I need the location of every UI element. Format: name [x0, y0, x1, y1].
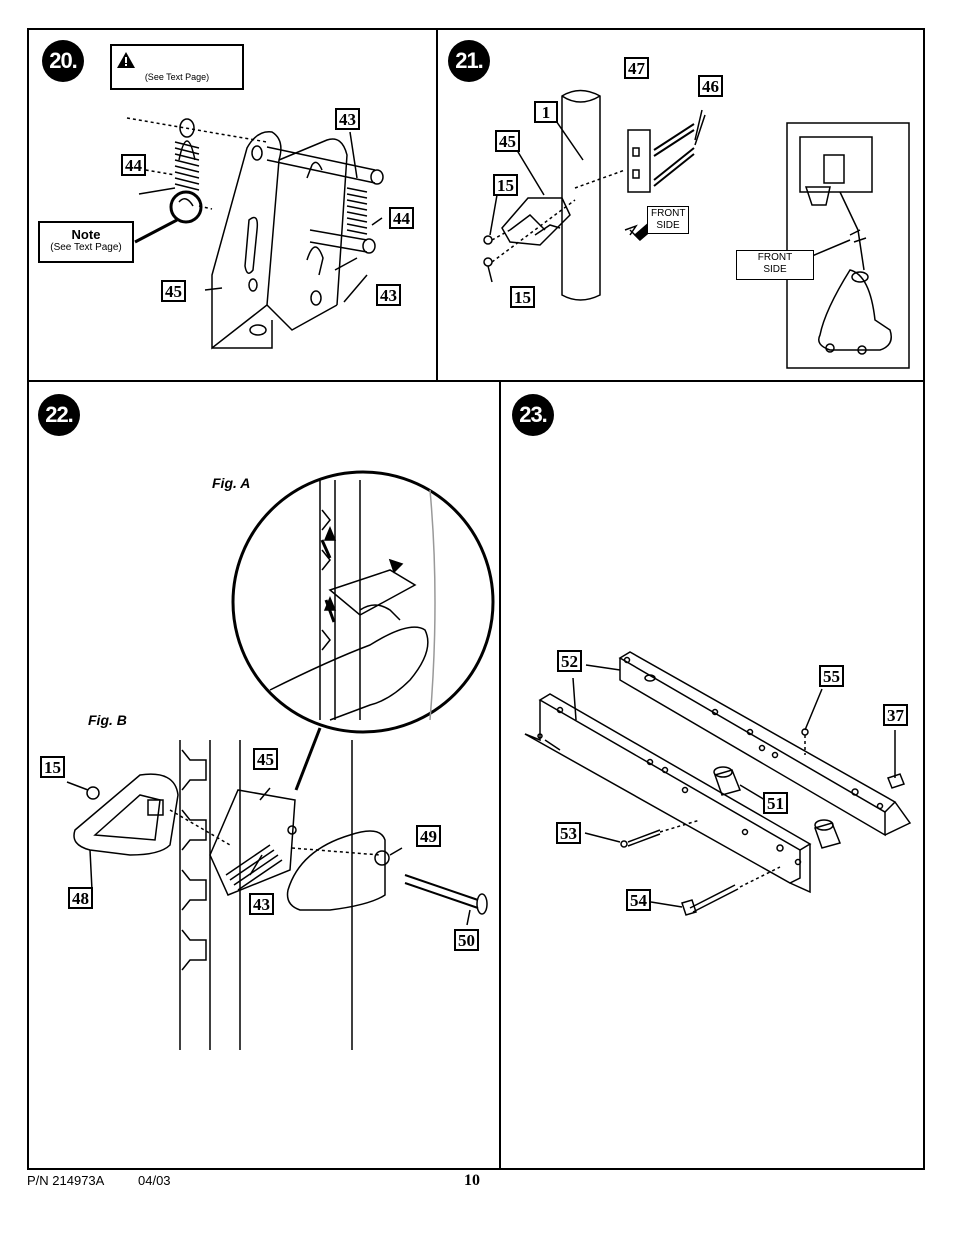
note-title: Note: [71, 227, 101, 242]
callout-45-step21: 45: [495, 130, 520, 152]
step-22-badge: 22.: [38, 394, 80, 436]
warning-text: (See Text Page): [144, 72, 210, 82]
callout-54: 54: [626, 889, 651, 911]
callout-53: 53: [556, 822, 581, 844]
warning-box: (See Text Page): [110, 44, 244, 90]
callout-44-left: 44: [121, 154, 146, 176]
step-23-illustration: [524, 651, 912, 916]
callout-15-step22: 15: [40, 756, 65, 778]
step-21-badge: 21.: [448, 40, 490, 82]
front-side-2-line1: FRONT: [757, 252, 793, 263]
part-number: P/N 214973A: [27, 1173, 105, 1188]
callout-45-step22: 45: [253, 748, 278, 770]
step-21-illustration: [483, 89, 910, 369]
page-number: 10: [464, 1172, 480, 1189]
callout-15-top: 15: [493, 174, 518, 196]
divider-bottom: [499, 380, 501, 1170]
callout-47: 47: [624, 57, 649, 79]
callout-48: 48: [68, 887, 93, 909]
step-23-number: 23.: [519, 402, 548, 427]
callout-43-step22: 43: [249, 893, 274, 915]
warning-triangle-icon: [117, 52, 135, 68]
callout-37: 37: [883, 704, 908, 726]
callout-43-bottom: 43: [376, 284, 401, 306]
note-box: Note (See Text Page): [38, 221, 134, 263]
callout-15-bottom: 15: [510, 286, 535, 308]
front-side-label-2: FRONT SIDE: [736, 250, 814, 280]
step-22-illustration: [66, 470, 495, 1050]
callout-51: 51: [763, 792, 788, 814]
step-22-number: 22.: [45, 402, 74, 427]
page-frame: [27, 28, 925, 1170]
fig-a-label: Fig. A: [212, 475, 251, 491]
callout-1: 1: [534, 101, 558, 123]
step-20-badge: 20.: [42, 40, 84, 82]
note-text: (See Text Page): [50, 242, 122, 253]
front-side-2-line2: SIDE: [763, 264, 787, 275]
front-side-1-line1: FRONT: [651, 208, 686, 219]
front-side-label-1: FRONT SIDE: [647, 206, 689, 234]
step-20-number: 20.: [49, 48, 78, 73]
callout-55: 55: [819, 665, 844, 687]
step-20-illustration: [121, 117, 384, 350]
callout-43-top: 43: [335, 108, 360, 130]
divider-top: [436, 28, 438, 382]
callout-52: 52: [557, 650, 582, 672]
divider-horizontal: [27, 380, 925, 382]
step-21-number: 21.: [455, 48, 484, 73]
callout-44-right: 44: [389, 207, 414, 229]
callout-45: 45: [161, 280, 186, 302]
callout-50: 50: [454, 929, 479, 951]
step-23-badge: 23.: [512, 394, 554, 436]
front-side-1-line2: SIDE: [656, 220, 680, 231]
callout-49: 49: [416, 825, 441, 847]
callout-46: 46: [698, 75, 723, 97]
fig-b-label: Fig. B: [88, 712, 127, 728]
revision-date: 04/03: [138, 1173, 171, 1188]
